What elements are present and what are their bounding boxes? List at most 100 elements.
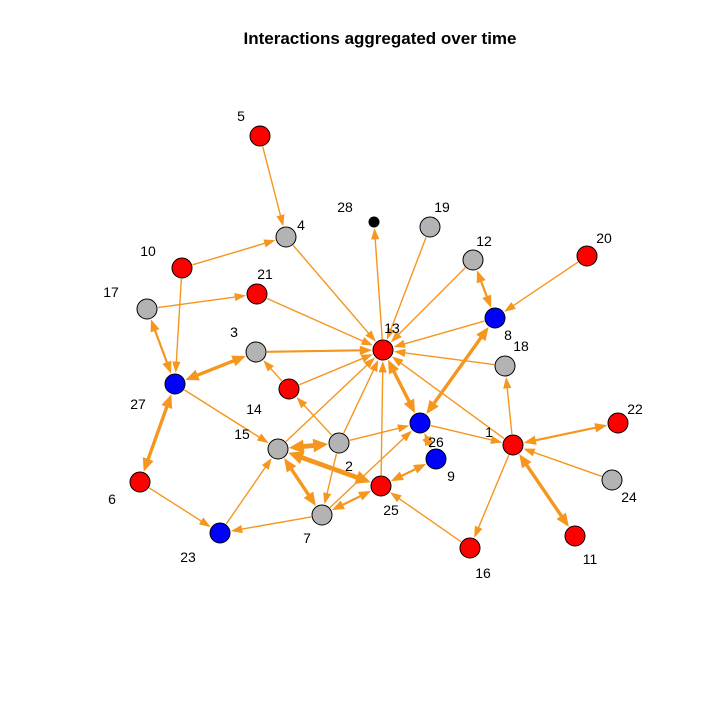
arrowhead bbox=[490, 435, 503, 444]
node-label-20: 20 bbox=[596, 230, 612, 246]
edge-line bbox=[340, 494, 363, 507]
arrowhead bbox=[403, 398, 416, 414]
node-label-19: 19 bbox=[434, 199, 450, 215]
edge-1-16 bbox=[474, 454, 510, 538]
node-12 bbox=[462, 249, 484, 271]
edge-1-13 bbox=[391, 356, 505, 440]
edge-1-18 bbox=[503, 376, 513, 435]
edge-line bbox=[431, 335, 484, 406]
edge-15-7 bbox=[284, 458, 316, 506]
edge-17-27 bbox=[150, 319, 172, 374]
edge-line bbox=[399, 467, 418, 478]
node-label-17: 17 bbox=[103, 284, 119, 300]
arrowhead bbox=[296, 397, 308, 409]
edge-10-4 bbox=[192, 239, 276, 266]
arrowhead bbox=[142, 457, 154, 472]
edge-2-15 bbox=[288, 438, 329, 454]
arrowhead bbox=[504, 302, 516, 312]
node-label-12: 12 bbox=[476, 233, 492, 249]
edge-12-8 bbox=[476, 270, 492, 308]
node-label-27: 27 bbox=[130, 396, 146, 412]
edge-line bbox=[239, 516, 312, 531]
edge-20-8 bbox=[504, 261, 579, 312]
edge-14-3 bbox=[263, 360, 283, 382]
edge-17-21 bbox=[157, 292, 247, 309]
arrowhead bbox=[234, 292, 247, 302]
node-23 bbox=[209, 522, 231, 544]
node-label-2: 2 bbox=[345, 458, 353, 474]
edge-line bbox=[292, 244, 371, 335]
edge-21-13 bbox=[266, 297, 373, 346]
edge-23-15 bbox=[225, 458, 272, 525]
edge-line bbox=[285, 363, 369, 442]
arrowhead bbox=[323, 492, 332, 505]
edge-line bbox=[301, 442, 316, 450]
edge-7-23 bbox=[230, 516, 312, 534]
node-label-23: 23 bbox=[180, 549, 196, 565]
node-22 bbox=[607, 412, 629, 434]
node-26 bbox=[409, 412, 431, 434]
edge-4-13 bbox=[292, 244, 376, 342]
edge-24-1 bbox=[523, 448, 602, 477]
arrowhead bbox=[261, 458, 272, 470]
arrowhead bbox=[371, 227, 380, 240]
arrowhead bbox=[303, 491, 316, 506]
edge-1-22 bbox=[523, 423, 608, 445]
node-label-28: 28 bbox=[337, 199, 353, 215]
arrowhead bbox=[391, 356, 404, 367]
arrowhead bbox=[503, 376, 512, 389]
node-label-4: 4 bbox=[297, 217, 305, 233]
node-label-21: 21 bbox=[257, 266, 273, 282]
edge-line bbox=[397, 497, 462, 543]
edge-line bbox=[157, 296, 237, 309]
edge-line bbox=[269, 366, 283, 382]
arrowhead bbox=[276, 214, 285, 227]
node-7 bbox=[311, 504, 333, 526]
node-19 bbox=[419, 216, 441, 238]
arrowhead bbox=[358, 490, 372, 501]
node-27 bbox=[164, 373, 186, 395]
edge-6-23 bbox=[148, 487, 211, 528]
arrowhead bbox=[397, 424, 410, 433]
edge-1-11 bbox=[519, 454, 569, 527]
edge-line bbox=[298, 357, 365, 386]
edge-line bbox=[195, 358, 236, 378]
arrowhead bbox=[390, 471, 404, 482]
edge-line bbox=[389, 237, 427, 332]
edge-15-13 bbox=[285, 357, 375, 442]
edge-line bbox=[533, 426, 598, 442]
edge-9-25 bbox=[390, 463, 427, 482]
arrowhead bbox=[523, 435, 537, 445]
arrowhead bbox=[519, 454, 532, 469]
edge-27-15 bbox=[183, 389, 269, 444]
arrowhead bbox=[331, 500, 345, 511]
node-1 bbox=[502, 434, 524, 456]
edge-line bbox=[402, 320, 485, 346]
arrowhead bbox=[474, 525, 483, 538]
edge-line bbox=[192, 242, 267, 266]
arrowhead bbox=[360, 354, 373, 363]
arrowhead bbox=[312, 438, 329, 453]
arrowhead bbox=[288, 439, 305, 454]
edge-27-6 bbox=[142, 394, 173, 472]
node-6 bbox=[129, 471, 151, 493]
edge-16-25 bbox=[390, 492, 462, 543]
arrowhead bbox=[413, 463, 427, 474]
arrowhead bbox=[378, 360, 387, 373]
node-2 bbox=[328, 432, 350, 454]
node-24 bbox=[601, 469, 623, 491]
arrowhead bbox=[360, 337, 373, 346]
edge-26-9 bbox=[422, 433, 434, 449]
edge-25-7 bbox=[331, 490, 372, 511]
node-3 bbox=[245, 341, 267, 363]
edge-line bbox=[299, 454, 360, 481]
arrowhead bbox=[424, 433, 434, 447]
node-label-15: 15 bbox=[234, 426, 250, 442]
arrowhead bbox=[363, 357, 375, 369]
node-label-22: 22 bbox=[627, 401, 643, 417]
edge-line bbox=[225, 465, 267, 525]
edge-10-27 bbox=[172, 278, 183, 374]
arrowhead bbox=[185, 369, 200, 381]
arrowhead bbox=[150, 319, 160, 333]
